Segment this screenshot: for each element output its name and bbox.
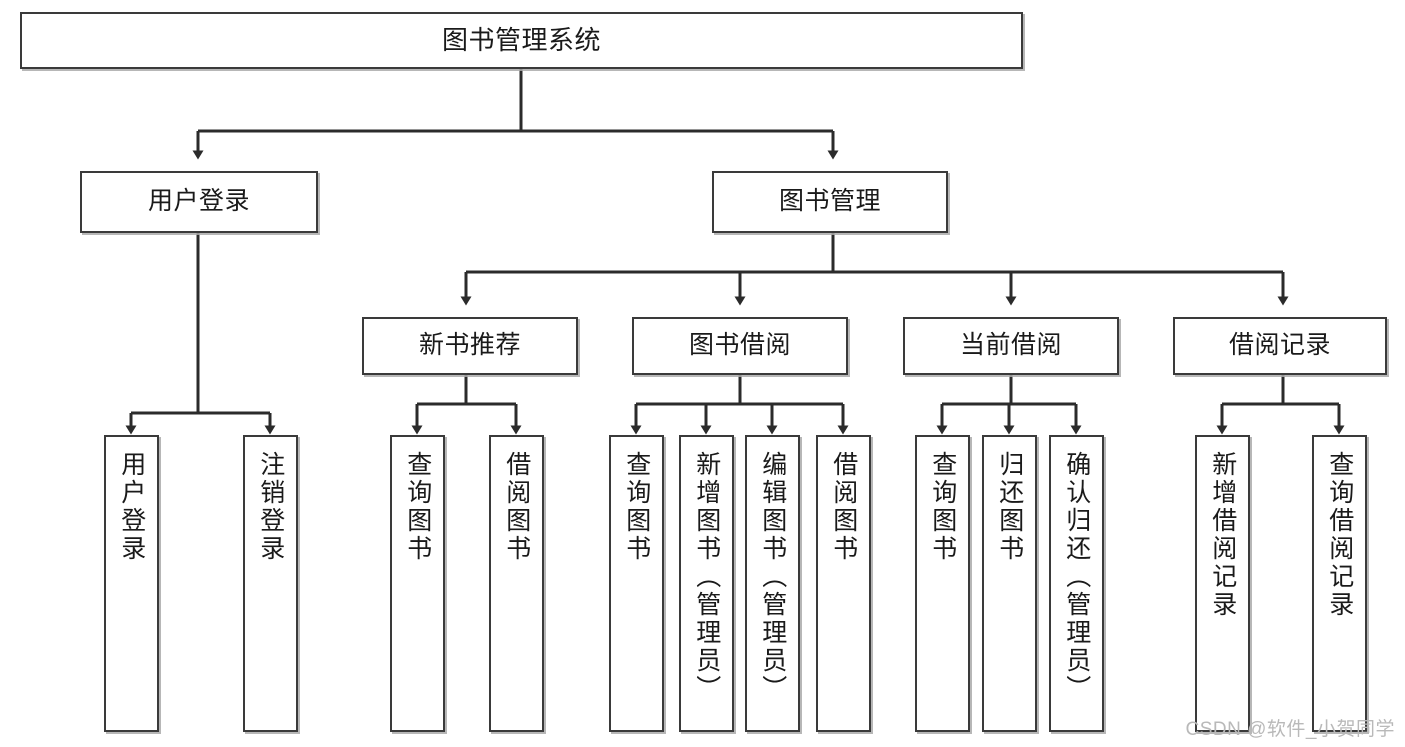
node-leaf-query-book-2[interactable]: 查询图书 xyxy=(609,435,664,732)
node-user-login-label: 用户登录 xyxy=(147,187,250,216)
node-leaf-edit-book-label: 编辑图书（管理员） xyxy=(758,451,787,703)
node-current-borrow[interactable]: 当前借阅 xyxy=(903,317,1119,375)
node-new-book-rec-label: 新书推荐 xyxy=(418,331,521,360)
node-leaf-add-record-label: 新增借阅记录 xyxy=(1208,451,1237,619)
node-new-book-rec[interactable]: 新书推荐 xyxy=(362,317,578,375)
node-leaf-query-record[interactable]: 查询借阅记录 xyxy=(1312,435,1367,732)
node-leaf-user-login[interactable]: 用户登录 xyxy=(104,435,159,732)
node-leaf-logout[interactable]: 注销登录 xyxy=(243,435,298,732)
node-leaf-confirm-return-label: 确认归还（管理员） xyxy=(1062,451,1091,703)
node-leaf-return-book[interactable]: 归还图书 xyxy=(982,435,1037,732)
node-leaf-borrow-book-2-label: 借阅图书 xyxy=(829,451,858,563)
node-current-borrow-label: 当前借阅 xyxy=(959,331,1062,360)
node-leaf-borrow-book-2[interactable]: 借阅图书 xyxy=(816,435,871,732)
node-leaf-query-book-1-label: 查询图书 xyxy=(403,451,432,563)
node-leaf-query-book-2-label: 查询图书 xyxy=(622,451,651,563)
node-borrow-record-label: 借阅记录 xyxy=(1228,331,1331,360)
node-leaf-add-record[interactable]: 新增借阅记录 xyxy=(1195,435,1250,732)
node-leaf-edit-book[interactable]: 编辑图书（管理员） xyxy=(745,435,800,732)
node-leaf-borrow-book-1-label: 借阅图书 xyxy=(502,451,531,563)
node-leaf-return-book-label: 归还图书 xyxy=(995,451,1024,563)
node-leaf-user-login-label: 用户登录 xyxy=(117,451,146,563)
node-root-label: 图书管理系统 xyxy=(441,25,601,56)
node-borrow-record[interactable]: 借阅记录 xyxy=(1173,317,1387,375)
node-leaf-query-book-3[interactable]: 查询图书 xyxy=(915,435,970,732)
node-leaf-logout-label: 注销登录 xyxy=(256,451,285,563)
node-book-manage-label: 图书管理 xyxy=(778,187,881,216)
node-book-borrow[interactable]: 图书借阅 xyxy=(632,317,848,375)
node-leaf-query-record-label: 查询借阅记录 xyxy=(1325,451,1354,619)
watermark: CSDN @软件_小贺同学 xyxy=(1185,719,1395,740)
node-leaf-query-book-3-label: 查询图书 xyxy=(928,451,957,563)
node-root[interactable]: 图书管理系统 xyxy=(20,12,1023,69)
node-leaf-query-book-1[interactable]: 查询图书 xyxy=(390,435,445,732)
node-leaf-confirm-return[interactable]: 确认归还（管理员） xyxy=(1049,435,1104,732)
node-leaf-add-book-label: 新增图书（管理员） xyxy=(692,451,721,703)
node-user-login[interactable]: 用户登录 xyxy=(80,171,318,233)
node-leaf-borrow-book-1[interactable]: 借阅图书 xyxy=(489,435,544,732)
node-book-manage[interactable]: 图书管理 xyxy=(712,171,948,233)
node-leaf-add-book[interactable]: 新增图书（管理员） xyxy=(679,435,734,732)
node-book-borrow-label: 图书借阅 xyxy=(688,331,791,360)
